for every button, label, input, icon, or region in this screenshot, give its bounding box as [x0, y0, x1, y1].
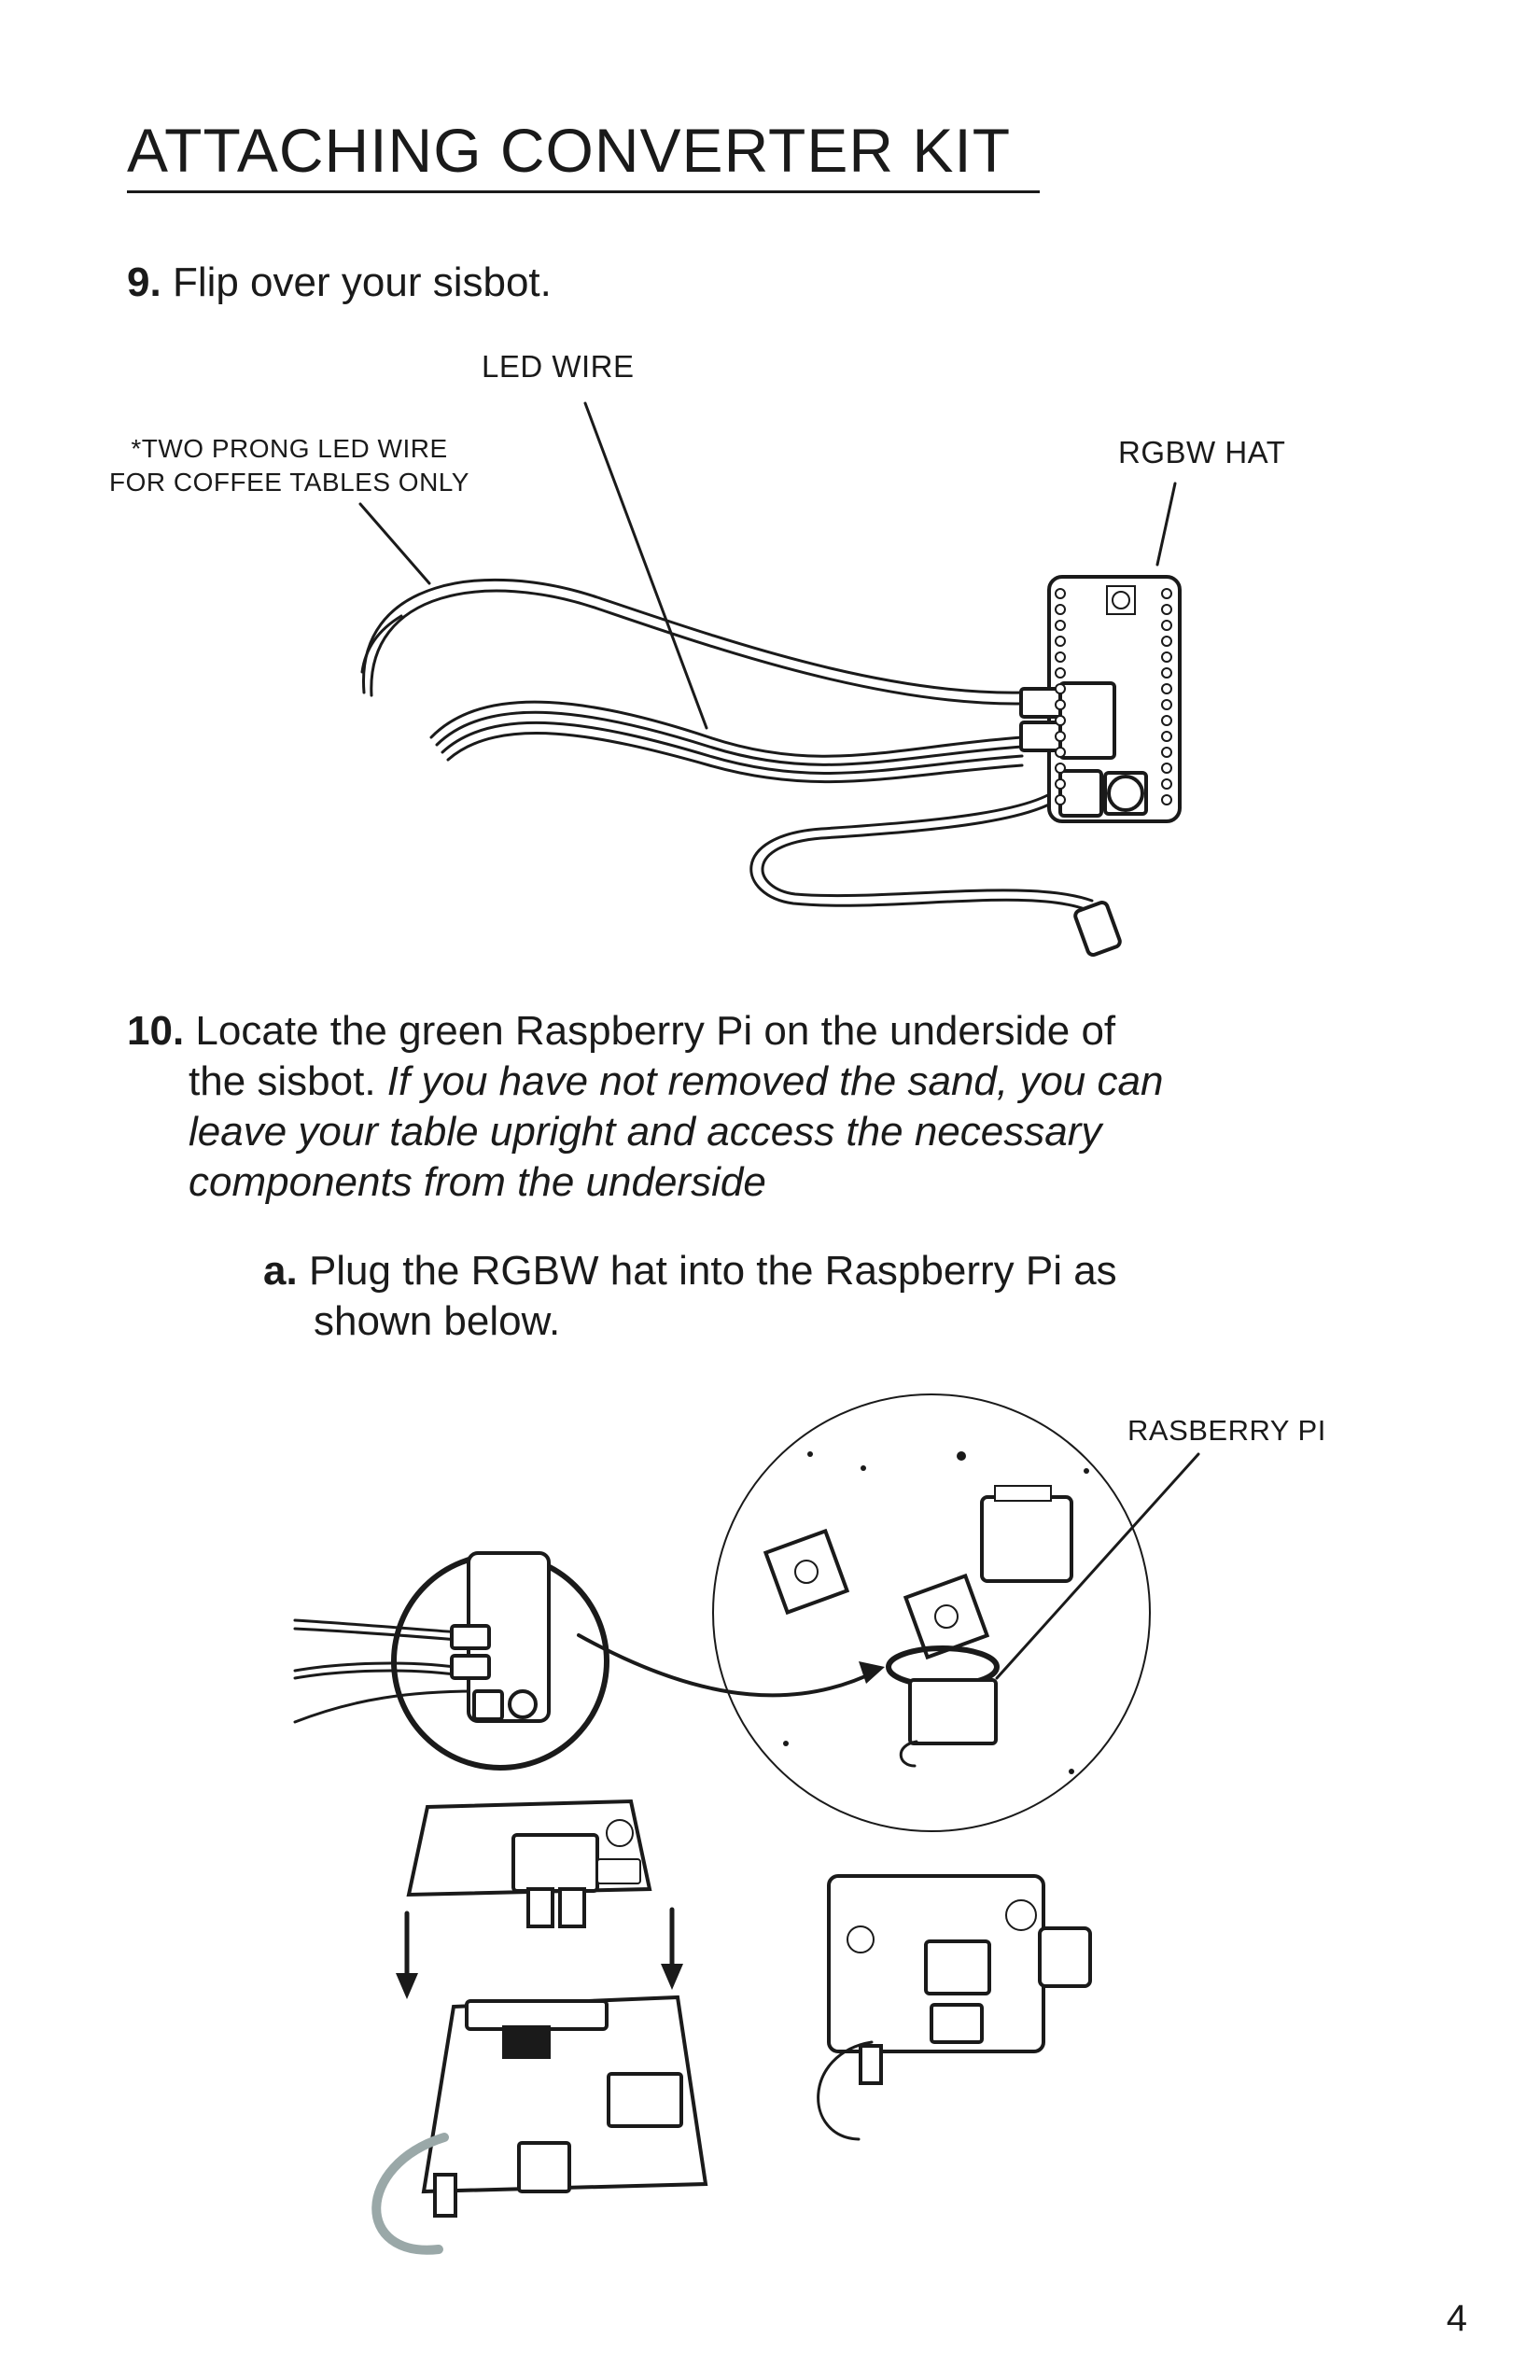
header-pin: [1161, 794, 1172, 805]
header-pin: [1055, 588, 1066, 599]
step-10-italic-line2: If you have not removed the sand, you ca…: [386, 1058, 1164, 1104]
step-10-text-line2: the sisbot.: [189, 1058, 376, 1104]
two-prong-label-line1: *TWO PRONG LED WIRE: [131, 434, 448, 463]
two-prong-label: *TWO PRONG LED WIRE FOR COFFEE TABLES ON…: [93, 432, 485, 499]
header-pin: [1161, 747, 1172, 758]
step-10-line3: leave your table upright and access the …: [127, 1107, 1434, 1157]
header-pin: [1055, 747, 1066, 758]
step-10a: a. Plug the RGBW hat into the Raspberry …: [263, 1246, 1383, 1347]
header-pin: [1055, 778, 1066, 790]
header-pin: [1161, 731, 1172, 742]
curved-arrow-icon: [859, 1661, 885, 1684]
header-pin: [1161, 604, 1172, 615]
header-pin: [1055, 715, 1066, 726]
step-10-number: 10.: [127, 1008, 185, 1054]
step-9-text: Flip over your sisbot.: [172, 259, 552, 305]
step-10a-text-line1: Plug the RGBW hat into the Raspberry Pi …: [308, 1248, 1117, 1294]
header-pin: [1161, 651, 1172, 663]
header-pin: [1055, 651, 1066, 663]
rgbw-hat-label: RGBW HAT: [1118, 435, 1286, 469]
step-10-italic-line3: leave your table upright and access the …: [189, 1109, 1102, 1155]
header-pin: [1055, 604, 1066, 615]
header-pin: [1161, 699, 1172, 710]
arrow-down-icon: [396, 1907, 683, 1999]
header-pin: [1161, 636, 1172, 647]
page-number: 4: [1446, 2298, 1467, 2339]
header-pin: [1161, 763, 1172, 774]
assembly-diagram: [371, 1799, 1092, 2255]
step-9-number: 9.: [127, 259, 161, 305]
header-pin: [1055, 794, 1066, 805]
header-pin: [1161, 588, 1172, 599]
page-title: ATTACHING CONVERTER KIT: [127, 116, 1012, 185]
header-pin: [1161, 715, 1172, 726]
raspberry-pi-label: RASBERRY PI: [1127, 1414, 1326, 1447]
led-wire-label: LED WIRE: [482, 349, 635, 384]
header-pin: [1161, 683, 1172, 694]
rgbw-hat-board: [1019, 575, 1182, 823]
header-pin: [1055, 763, 1066, 774]
step-10-text-line1: Locate the green Raspberry Pi on the und…: [195, 1008, 1116, 1054]
step-10-italic-line4: components from the underside: [189, 1159, 766, 1205]
step-10-line4: components from the underside: [127, 1157, 1434, 1208]
header-pin: [1055, 731, 1066, 742]
header-pin: [1161, 620, 1172, 631]
step-10-line1: 10. Locate the green Raspberry Pi on the…: [127, 1006, 1434, 1057]
step-9: 9. Flip over your sisbot.: [127, 258, 552, 308]
header-pin: [1055, 620, 1066, 631]
led-wire-diagram: [358, 401, 1182, 957]
header-pin: [1055, 683, 1066, 694]
step-10a-line1: a. Plug the RGBW hat into the Raspberry …: [263, 1246, 1383, 1296]
header-pin: [1161, 667, 1172, 679]
two-prong-label-line2: FOR COFFEE TABLES ONLY: [109, 468, 469, 497]
step-10a-text-line2: shown below.: [314, 1298, 561, 1344]
header-pin: [1055, 699, 1066, 710]
step-10: 10. Locate the green Raspberry Pi on the…: [127, 1006, 1434, 1208]
header-pin: [1055, 636, 1066, 647]
header-pin: [1055, 667, 1066, 679]
header-pin: [1161, 778, 1172, 790]
step-10a-letter: a.: [263, 1248, 298, 1294]
step-10-line2: the sisbot. If you have not removed the …: [127, 1057, 1434, 1107]
title-underline: [127, 190, 1040, 193]
